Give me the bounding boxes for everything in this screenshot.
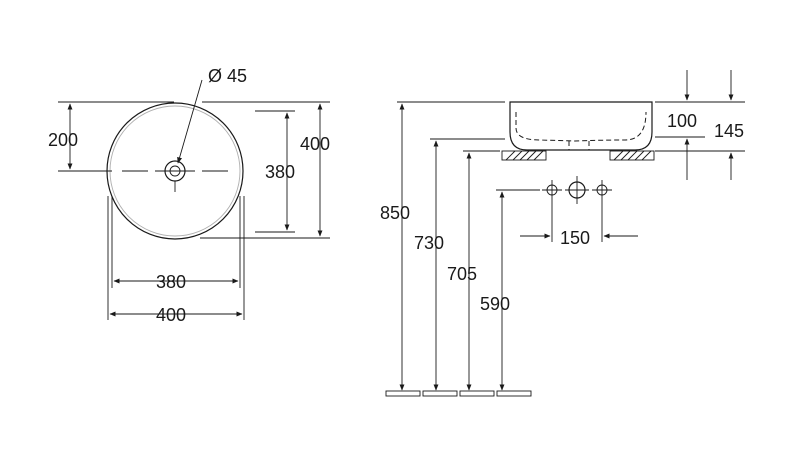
drain-diameter-label: Ø 45 <box>208 66 247 86</box>
countertop-left-hatch <box>501 150 547 161</box>
dim-380-horizontal-label: 380 <box>156 272 186 292</box>
dim-400-vertical-label: 400 <box>300 134 330 154</box>
basin-side-outline <box>509 101 653 151</box>
dim-100-label: 100 <box>667 111 697 131</box>
drain-symbol <box>122 160 228 192</box>
dim-400-horizontal-label: 400 <box>156 305 186 325</box>
dim-705-label: 705 <box>447 264 477 284</box>
basin-inner-hidden-line <box>515 111 647 142</box>
dim-380-vertical-label: 380 <box>265 162 295 182</box>
dim-200-label: 200 <box>48 130 78 150</box>
countertop-right-hatch <box>609 150 655 161</box>
dim-850-label: 850 <box>380 203 410 223</box>
drain-leader <box>177 79 203 164</box>
side-view: 100 145 150 850 <box>380 70 745 397</box>
top-view: Ø 45 200 380 400 380 400 <box>48 66 330 325</box>
floor-segments <box>385 390 532 397</box>
dim-150-label: 150 <box>560 228 590 248</box>
tap-holes <box>496 176 612 242</box>
dim-730-label: 730 <box>414 233 444 253</box>
dim-590-label: 590 <box>480 294 510 314</box>
dim-145-label: 145 <box>714 121 744 141</box>
